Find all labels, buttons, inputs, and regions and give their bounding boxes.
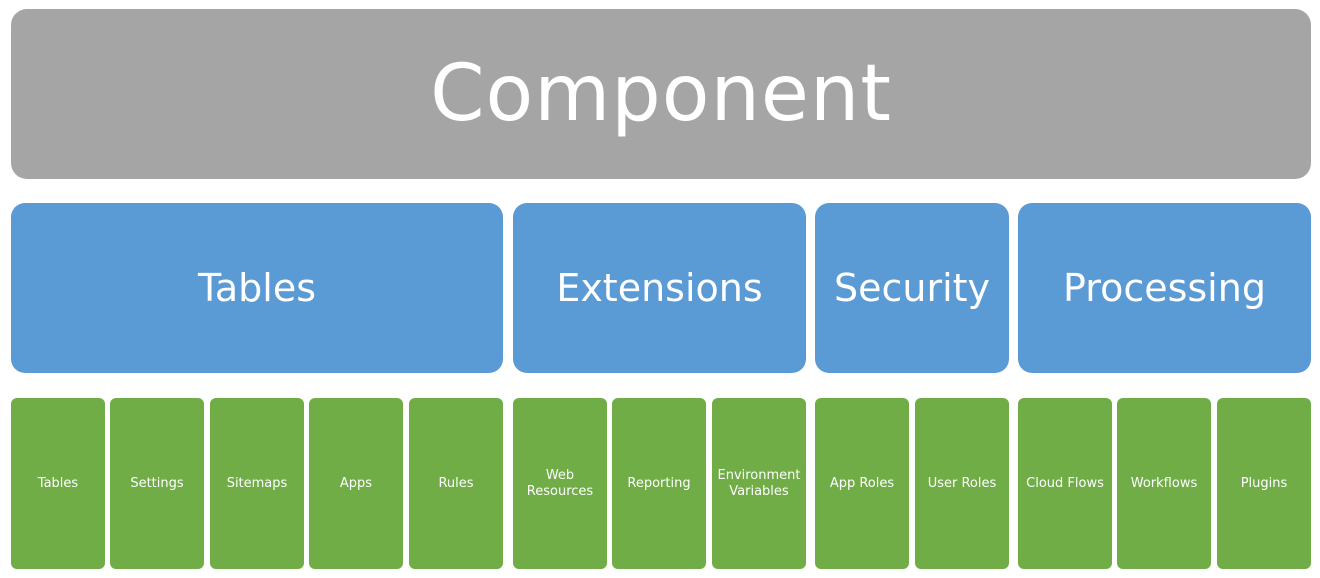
category-label: Processing: [1063, 266, 1266, 310]
leaf-label: Web Resources: [526, 467, 594, 499]
leaf-plugins: Plugins: [1217, 398, 1311, 569]
leaf-label: Tables: [37, 475, 79, 491]
leaf-label: User Roles: [927, 475, 997, 491]
leaf-label: App Roles: [829, 475, 895, 491]
category-label: Tables: [197, 266, 317, 310]
leaf-label: Rules: [438, 475, 474, 491]
category-security: Security: [815, 203, 1009, 373]
leaf-tables: Tables: [11, 398, 105, 569]
root-node-label: Component: [430, 49, 892, 139]
leaf-label: Settings: [130, 475, 184, 491]
leaf-label: Sitemaps: [226, 475, 288, 491]
leaf-label: Plugins: [1240, 475, 1288, 491]
leaf-label: Workflows: [1130, 475, 1198, 491]
root-node-component: Component: [11, 9, 1311, 179]
category-label: Security: [833, 266, 991, 310]
category-label: Extensions: [556, 266, 763, 310]
leaf-label: Environment Variables: [717, 467, 801, 499]
leaf-cloud-flows: Cloud Flows: [1018, 398, 1112, 569]
leaf-label: Cloud Flows: [1026, 475, 1104, 491]
category-tables: Tables: [11, 203, 503, 373]
leaf-user-roles: User Roles: [915, 398, 1009, 569]
leaf-settings: Settings: [110, 398, 204, 569]
leaf-reporting: Reporting: [612, 398, 706, 569]
leaf-app-roles: App Roles: [815, 398, 909, 569]
leaf-environment-variables: Environment Variables: [712, 398, 806, 569]
category-processing: Processing: [1018, 203, 1311, 373]
category-extensions: Extensions: [513, 203, 806, 373]
leaf-apps: Apps: [309, 398, 403, 569]
leaf-workflows: Workflows: [1117, 398, 1211, 569]
leaf-label: Reporting: [627, 475, 691, 491]
leaf-sitemaps: Sitemaps: [210, 398, 304, 569]
leaf-web-resources: Web Resources: [513, 398, 607, 569]
leaf-rules: Rules: [409, 398, 503, 569]
leaf-label: Apps: [339, 475, 373, 491]
